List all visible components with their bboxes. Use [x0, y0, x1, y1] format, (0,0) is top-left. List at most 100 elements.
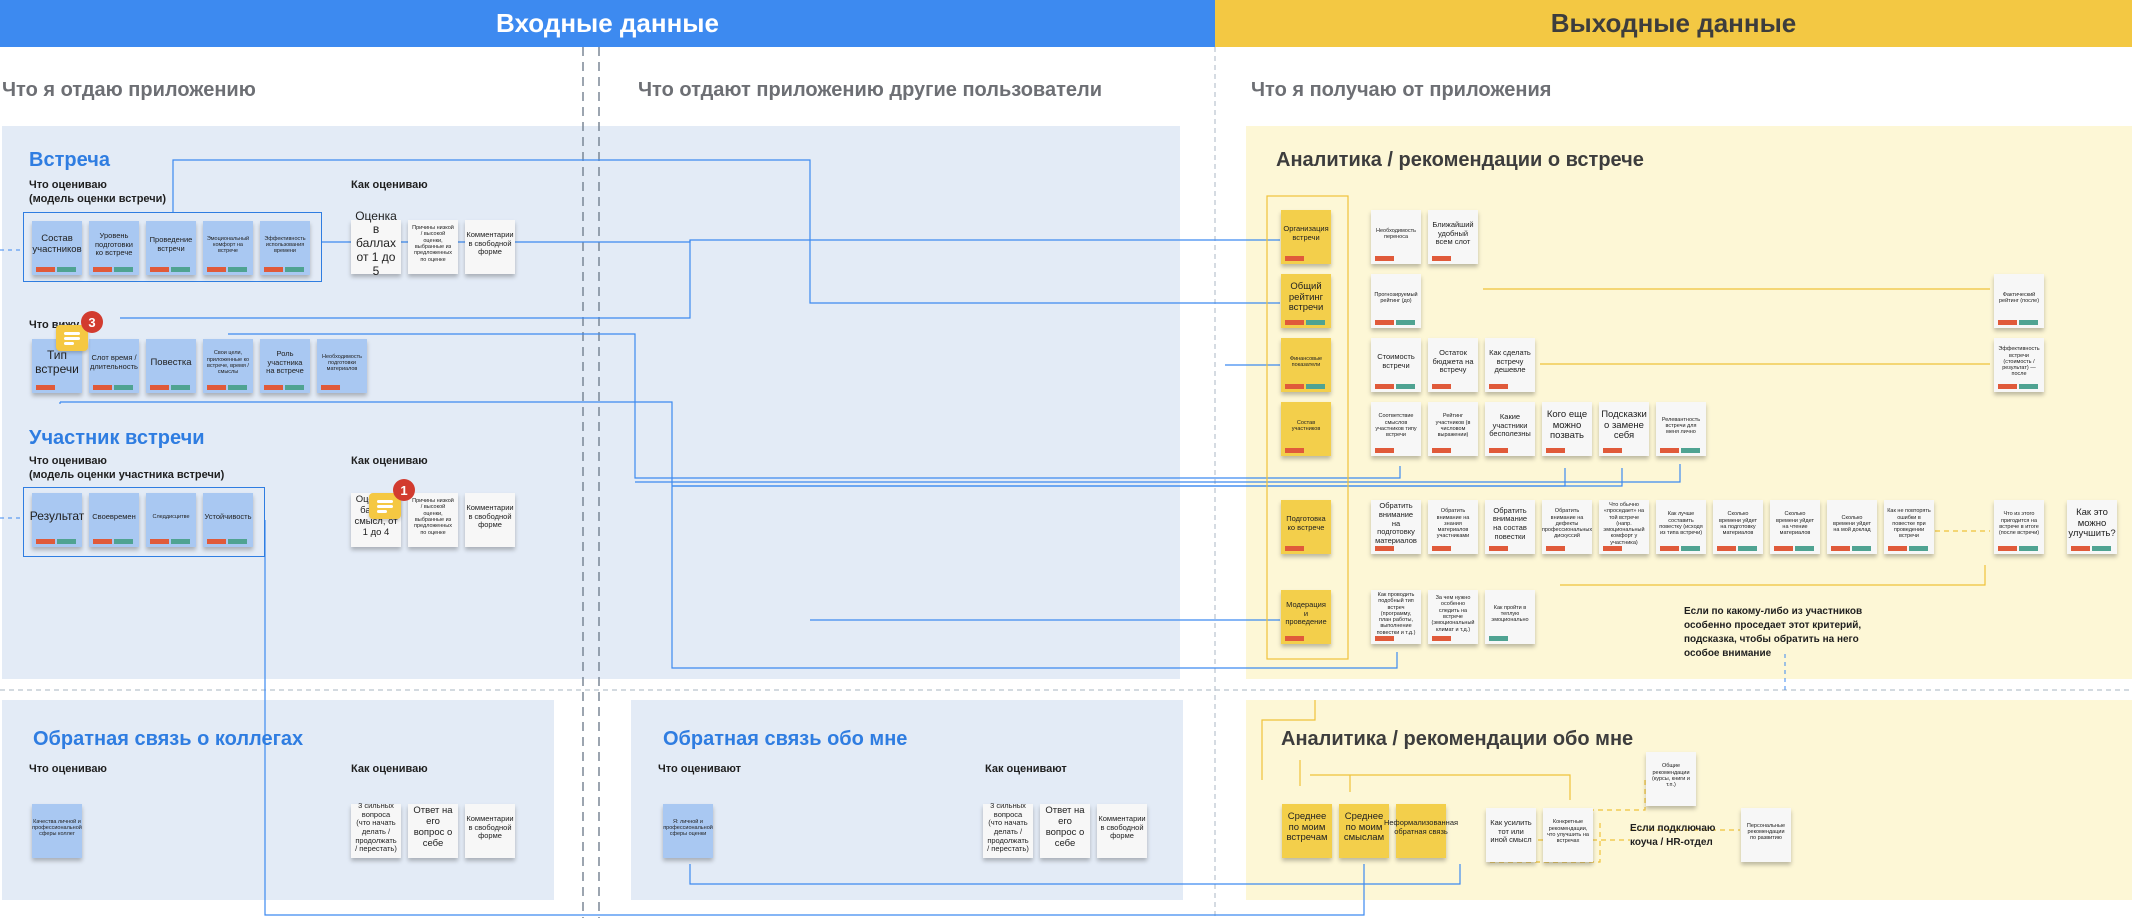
analytics-note[interactable]: Соответствие смыслов участников типу вст…	[1371, 402, 1421, 456]
coach-label: Если подключаю коуча / HR-отдел	[1630, 823, 1716, 848]
analytics-me-note[interactable]: Конкретные рекомендации, что улучшить на…	[1543, 808, 1593, 862]
analytics-me-head[interactable]: Среднее по моим смыслам	[1339, 804, 1389, 858]
analytics-annotation: Если по какому-либо из участников особен…	[1684, 606, 1863, 659]
analytics-note[interactable]: Прогнозируемый рейтинг (до)	[1371, 274, 1421, 328]
participant-what-label: Что оцениваю (модель оценки участника вс…	[29, 455, 225, 481]
output-data-title: Выходные данные	[1550, 8, 1797, 38]
analytics-note[interactable]: Что обычно «проседает» на той встрече (н…	[1599, 500, 1649, 554]
colleagues-answer-note[interactable]: Ответ на его вопрос о себе	[408, 804, 458, 858]
analytics-note[interactable]: Как пройти в теплую эмоционально	[1485, 590, 1535, 644]
participant-criteria-frame	[23, 487, 265, 557]
analytics-row-head[interactable]: Организация встречи	[1281, 210, 1331, 264]
analytics-note[interactable]: Какие участники бесполезны	[1485, 402, 1535, 456]
analytics-note[interactable]: Кого еще можно позвать	[1542, 402, 1592, 456]
analytics-meeting-title: Аналитика / рекомендации о встрече	[1276, 149, 1644, 171]
participant-comments-note[interactable]: Комментарии в свободной форме	[465, 493, 515, 547]
participant-criterion-note[interactable]: Своевремен	[89, 493, 139, 547]
participant-reasons-note[interactable]: Причины низкой / высокой оценки, выбранн…	[408, 493, 458, 547]
about-me-panel	[631, 700, 1183, 900]
analytics-note[interactable]: Остаток бюджета на встречу	[1428, 338, 1478, 392]
about-me-comments-note[interactable]: Комментарии в свободной форме	[1097, 804, 1147, 858]
analytics-row-head[interactable]: Модерация и проведение	[1281, 590, 1331, 644]
colleagues-comments-note[interactable]: Комментарии в свободной форме	[465, 804, 515, 858]
meeting-criterion-note[interactable]: Эффективность использования времени	[260, 221, 310, 275]
analytics-note[interactable]: За чем нужно особенно следить на встрече…	[1428, 590, 1478, 644]
participant-criterion-note[interactable]: Следдисцитве	[146, 493, 196, 547]
comment-count-badge: 3	[81, 311, 103, 333]
analytics-note[interactable]: Как не повторять ошибки в повестке при п…	[1884, 500, 1934, 554]
output-data-header: Выходные данные	[1215, 0, 2132, 47]
comment-count-badge: 1	[393, 479, 415, 501]
analytics-row-head[interactable]: Состав участников	[1281, 402, 1331, 456]
meeting-see-note[interactable]: Слот время / длительность	[89, 339, 139, 393]
analytics-note[interactable]: Обратить внимание на состав повестки	[1485, 500, 1535, 554]
about-me-answer-note[interactable]: Ответ на его вопрос о себе	[1040, 804, 1090, 858]
meeting-section-title: Встреча	[29, 149, 110, 171]
analytics-far-note[interactable]: Что из этого пригодится на встрече в ито…	[1994, 500, 2044, 554]
analytics-note[interactable]: Рейтинг участников (в числовом выражении…	[1428, 402, 1478, 456]
meeting-see-note[interactable]: Роль участника на встрече	[260, 339, 310, 393]
meeting-criterion-note[interactable]: Состав участников	[32, 221, 82, 275]
column-heading-others-give: Что отдают приложению другие пользовател…	[638, 79, 1103, 101]
analytics-me-top-note[interactable]: Общие рекомендации (курсы, книги и т.п.)	[1646, 752, 1696, 806]
comment-icon[interactable]	[56, 325, 88, 351]
about-me-how-label: Как оценивают	[985, 763, 1067, 775]
analytics-note[interactable]: Обратить внимание на дефекты профессиона…	[1542, 500, 1592, 554]
meeting-see-note[interactable]: Свои цели, приложенные ко встрече, время…	[203, 339, 253, 393]
analytics-note[interactable]: Подсказки о замене себя	[1599, 402, 1649, 456]
about-me-what-label: Что оценивают	[658, 763, 741, 775]
meeting-how-label: Как оцениваю	[351, 179, 428, 191]
analytics-me-head[interactable]: Неформализованная обратная связь	[1384, 804, 1458, 858]
analytics-row-head[interactable]: Общий рейтинг встречи	[1281, 274, 1331, 328]
analytics-note[interactable]: Как лучше составить повестку (исходя из …	[1656, 500, 1706, 554]
column-heading-receive: Что я получаю от приложения	[1251, 79, 1552, 101]
analytics-note[interactable]: Релевантность встречи для меня лично	[1656, 402, 1706, 456]
input-data-title: Входные данные	[496, 8, 719, 38]
about-me-section-title: Обратная связь обо мне	[663, 728, 908, 750]
participant-criterion-note[interactable]: Результат	[30, 493, 84, 547]
column-heading-give: Что я отдаю приложению	[2, 79, 256, 101]
meeting-criterion-note[interactable]: Уровень подготовки ко встрече	[89, 221, 139, 275]
meeting-comments-note[interactable]: Комментарии в свободной форме	[465, 220, 515, 274]
analytics-note[interactable]: Как проводить подобный тип встреч (прогр…	[1371, 590, 1421, 644]
coach-note[interactable]: Персональные рекомендации по развитию	[1741, 808, 1791, 862]
meeting-rating-note[interactable]: Оценка в баллах от 1 до 5	[351, 209, 401, 278]
about-me-criterion-note[interactable]: Я: личной и профессиональной сферы оценк…	[663, 804, 713, 858]
participant-how-label: Как оцениваю	[351, 455, 428, 467]
analytics-note[interactable]: Обратить внимание на знания материалов у…	[1428, 500, 1478, 554]
analytics-note[interactable]: Сколько времени уйдет на мой доклад	[1827, 500, 1877, 554]
colleagues-how-label: Как оцениваю	[351, 763, 428, 775]
participant-section-title: Участник встречи	[29, 427, 205, 449]
analytics-note[interactable]: Обратить внимание на подготовку материал…	[1371, 500, 1421, 554]
input-data-header: Входные данные	[0, 0, 1215, 47]
meeting-see-note[interactable]: Повестка	[146, 339, 196, 393]
meeting-what-label: Что оцениваю (модель оценки встречи)	[29, 179, 167, 205]
analytics-far-note[interactable]: Эффективность встречи (стоимость / резул…	[1994, 338, 2044, 392]
analytics-row-head[interactable]: Подготовка ко встрече	[1281, 500, 1331, 554]
analytics-note[interactable]: Как сделать встречу дешевле	[1485, 338, 1535, 392]
analytics-me-title: Аналитика / рекомендации обо мне	[1281, 728, 1634, 750]
participant-criterion-note[interactable]: Устойчивость	[203, 493, 253, 547]
colleagues-panel	[2, 700, 554, 900]
analytics-me-head[interactable]: Среднее по моим встречам	[1282, 804, 1332, 858]
about-me-questions-note[interactable]: 3 сильных вопроса (что начать делать / п…	[983, 801, 1033, 858]
meeting-criterion-note[interactable]: Эмоциональный комфорт на встрече	[203, 221, 253, 275]
colleagues-what-label: Что оцениваю	[29, 763, 107, 775]
analytics-note[interactable]: Сколько времени уйдет на подготовку мате…	[1713, 500, 1763, 554]
analytics-far-note[interactable]: Как это можно улучшить?	[2067, 500, 2117, 554]
analytics-far-note[interactable]: Фактический рейтинг (после)	[1994, 274, 2044, 328]
analytics-note[interactable]: Сколько времени уйдет на чтение материал…	[1770, 500, 1820, 554]
analytics-note[interactable]: Ближайший удобный всем слот	[1428, 210, 1478, 264]
meeting-criterion-note[interactable]: Проведение встречи	[146, 221, 196, 275]
colleagues-questions-note[interactable]: 3 сильных вопроса (что начать делать / п…	[351, 801, 401, 858]
analytics-row-head[interactable]: Финансовые показатели	[1281, 338, 1331, 392]
meeting-criteria-frame	[23, 212, 322, 282]
analytics-note[interactable]: Стоимость встречи	[1371, 338, 1421, 392]
analytics-me-note[interactable]: Как усилить тот или иной смысл	[1486, 808, 1536, 862]
analytics-note[interactable]: Необходимость переноса	[1371, 210, 1421, 264]
colleagues-section-title: Обратная связь о коллегах	[33, 728, 304, 750]
meeting-reasons-note[interactable]: Причины низкой / высокой оценки, выбранн…	[408, 220, 458, 274]
meeting-see-note[interactable]: Необходимость подготовки материалов	[317, 339, 367, 393]
colleagues-criterion-note[interactable]: Качества личной и профессиональной сферы…	[32, 804, 82, 858]
